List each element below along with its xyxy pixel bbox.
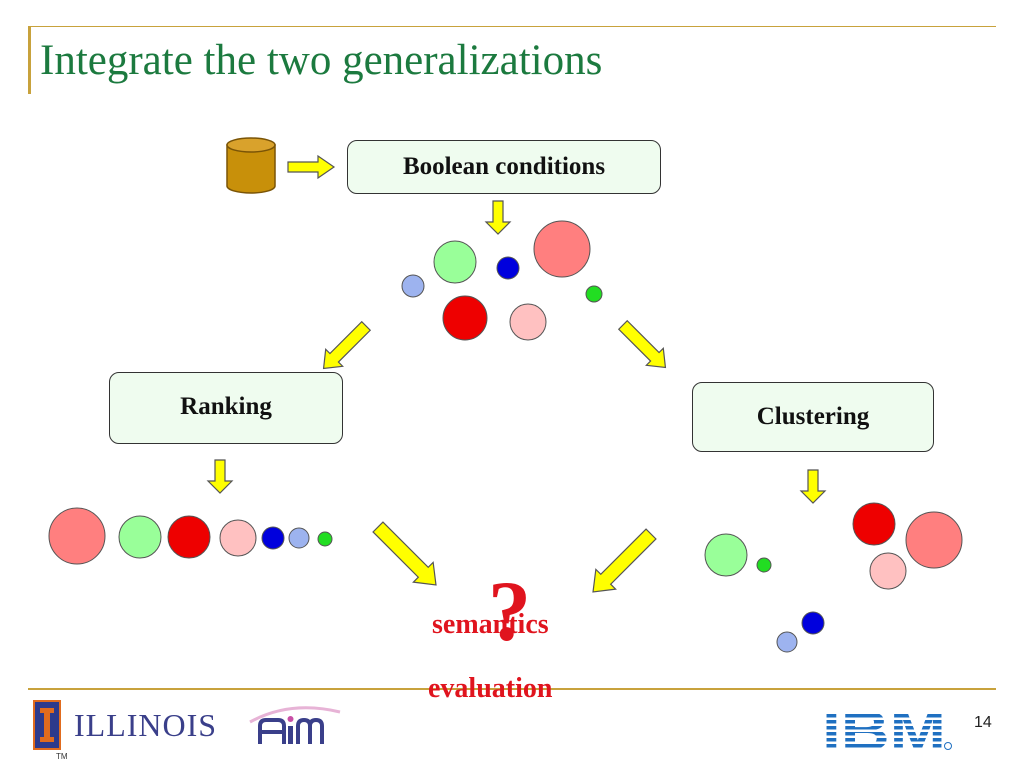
clustering-label: Clustering — [756, 403, 870, 430]
clustering-box: Clustering — [692, 382, 934, 452]
database-icon — [226, 137, 276, 194]
slide-title: Integrate the two generalizations — [40, 37, 603, 84]
arrow-down-icon — [799, 469, 827, 504]
ranked-circle — [167, 515, 211, 559]
question-mark: ? — [488, 563, 531, 659]
ranked-circle — [118, 515, 162, 559]
cluster-circle — [776, 631, 798, 653]
ranking-box: Ranking — [109, 372, 343, 444]
arrow-down-icon — [206, 459, 234, 494]
ranked-circle — [261, 526, 285, 550]
result-circle — [533, 220, 591, 278]
semantics-label: semantics — [432, 609, 549, 640]
arrow-down-left-icon — [322, 320, 372, 370]
ranking-label: Ranking — [180, 393, 272, 420]
boolean-conditions-label: Boolean conditions — [402, 153, 606, 180]
arrow-down-right-icon — [372, 521, 437, 586]
result-circle — [433, 240, 477, 284]
page-number: 14 — [974, 714, 992, 731]
ranked-circle — [48, 507, 106, 565]
cluster-circle — [801, 611, 825, 635]
svg-text:IBM: IBM — [822, 699, 946, 762]
arrow-down-icon — [484, 200, 512, 235]
ranked-circle — [317, 531, 333, 547]
cluster-circle — [869, 552, 907, 590]
result-circle — [496, 256, 520, 280]
evaluation-label: evaluation — [428, 673, 553, 704]
aim-logo — [249, 706, 341, 744]
cluster-circle — [704, 533, 748, 577]
ranked-circle — [288, 527, 310, 549]
arrow-right-icon — [287, 154, 336, 180]
result-circle — [442, 295, 488, 341]
result-circle — [585, 285, 603, 303]
ranked-circle — [219, 519, 257, 557]
illinois-wordmark: ILLINOIS — [74, 707, 218, 743]
arrow-down-left-icon — [592, 528, 657, 593]
arrow-down-right-icon — [617, 319, 667, 369]
boolean-conditions-box: Boolean conditions — [347, 140, 661, 194]
result-circle — [401, 274, 425, 298]
result-circle — [509, 303, 547, 341]
cluster-circle — [852, 502, 896, 546]
ibm-logo: IBM — [822, 699, 952, 762]
illinois-logo — [33, 700, 61, 750]
title-accent-bar — [28, 27, 31, 94]
footer-rule — [28, 688, 996, 690]
cluster-circle — [905, 511, 963, 569]
trademark-mark: TM — [56, 752, 68, 761]
top-rule — [28, 26, 996, 27]
cluster-circle — [756, 557, 772, 573]
